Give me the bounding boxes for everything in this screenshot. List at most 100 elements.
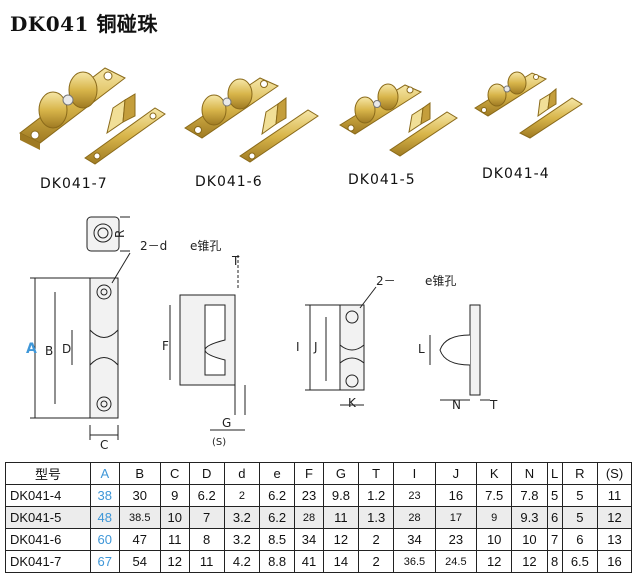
cell-L: 6 [546, 506, 563, 529]
th-e: e [258, 462, 296, 485]
cell-G: 9.8 [322, 484, 360, 507]
table-header-row: 型号 A B C D d e F G T I J K N L R (S) [5, 462, 633, 485]
photo-dk041-6 [184, 77, 319, 163]
table-row: DK041-6 60 47 11 8 3.2 8.5 34 12 2 34 23… [5, 528, 633, 551]
cell-J: 17 [434, 506, 478, 529]
th-N: N [511, 462, 548, 485]
cell-S: 11 [596, 484, 633, 507]
cell-e: 8.8 [258, 550, 296, 573]
cell-model: DK041-4 [5, 484, 91, 507]
hole-note-1: 2－d [140, 239, 167, 253]
page-title: DK041 铜碰珠 [10, 12, 158, 36]
th-C: C [159, 462, 190, 485]
th-J: J [434, 462, 478, 485]
spec-table: 型号 A B C D d e F G T I J K N L R (S) DK0… [5, 462, 633, 573]
cell-D: 7 [188, 506, 225, 529]
cell-A: 48 [90, 506, 120, 529]
cell-B: 38.5 [118, 506, 161, 529]
cell-A: 38 [90, 484, 120, 507]
cell-J: 16 [434, 484, 478, 507]
hole-note-2: 2－ [376, 274, 396, 288]
cell-L: 5 [546, 484, 563, 507]
photo-dk041-5 [339, 83, 458, 157]
cell-I: 28 [393, 506, 436, 529]
cell-K: 10 [476, 528, 513, 551]
cell-e: 6.2 [258, 506, 296, 529]
cell-R: 5 [561, 484, 598, 507]
dim-G: G [222, 416, 231, 430]
cell-J: 23 [434, 528, 478, 551]
dim-T: T [231, 254, 240, 268]
dim-R: R [113, 230, 127, 238]
cell-B: 30 [118, 484, 161, 507]
th-D: D [188, 462, 225, 485]
cell-K: 7.5 [476, 484, 513, 507]
cone-hole-1: e锥孔 [190, 239, 221, 253]
dim-A: A [26, 341, 37, 357]
dim-B: B [45, 344, 53, 358]
cell-N: 10 [511, 528, 548, 551]
th-I: I [393, 462, 436, 485]
dim-F: F [162, 339, 169, 353]
cell-J: 24.5 [434, 550, 478, 573]
cell-T: 1.2 [358, 484, 395, 507]
cell-C: 12 [159, 550, 190, 573]
th-T: T [358, 462, 395, 485]
dim-J: J [313, 340, 318, 354]
th-F: F [294, 462, 324, 485]
cell-C: 9 [159, 484, 190, 507]
th-A: A [90, 462, 120, 485]
dim-I: I [296, 340, 300, 354]
dim-L: L [418, 342, 425, 356]
cell-e: 6.2 [258, 484, 296, 507]
cell-d: 3.2 [223, 506, 261, 529]
dim-T2: T [489, 398, 498, 412]
cell-S: 13 [596, 528, 633, 551]
dim-C: C [100, 438, 108, 452]
cell-F: 41 [294, 550, 324, 573]
photo-label-dk041-5: DK041-5 [348, 172, 416, 188]
cell-D: 11 [188, 550, 225, 573]
cell-L: 8 [546, 550, 563, 573]
dim-K: K [348, 396, 357, 410]
th-model: 型号 [5, 462, 91, 485]
cell-model: DK041-7 [5, 550, 91, 573]
cell-R: 5 [561, 506, 598, 529]
th-B: B [118, 462, 161, 485]
photo-label-dk041-4: DK041-4 [482, 166, 550, 182]
cell-D: 8 [188, 528, 225, 551]
cone-hole-2: e锥孔 [425, 274, 456, 288]
cell-N: 12 [511, 550, 548, 573]
cell-F: 28 [294, 506, 324, 529]
photo-label-dk041-7: DK041-7 [40, 176, 108, 192]
cell-S: 12 [596, 506, 633, 529]
cell-F: 34 [294, 528, 324, 551]
cell-K: 9 [476, 506, 513, 529]
cell-C: 10 [159, 506, 190, 529]
cell-B: 54 [118, 550, 161, 573]
cell-D: 6.2 [188, 484, 225, 507]
cell-A: 67 [90, 550, 120, 573]
cell-d: 3.2 [223, 528, 261, 551]
cell-A: 60 [90, 528, 120, 551]
cell-R: 6.5 [561, 550, 598, 573]
cell-d: 2 [223, 484, 261, 507]
photo-dk041-7 [19, 67, 166, 165]
cell-G: 12 [322, 528, 360, 551]
table-row: DK041-7 67 54 12 11 4.2 8.8 41 14 2 36.5… [5, 550, 633, 573]
dim-N: N [452, 398, 461, 412]
table-row: DK041-4 38 30 9 6.2 2 6.2 23 9.8 1.2 23 … [5, 484, 633, 507]
cell-S: 16 [596, 550, 633, 573]
cell-T: 1.3 [358, 506, 395, 529]
technical-drawing: R 2－d e锥孔 T A B D C F G (S) 2－ e锥孔 I J K… [26, 216, 498, 452]
cell-I: 36.5 [393, 550, 436, 573]
cell-T: 2 [358, 528, 395, 551]
th-S: (S) [596, 462, 633, 485]
cell-C: 11 [159, 528, 190, 551]
dim-D: D [62, 342, 71, 356]
cell-B: 47 [118, 528, 161, 551]
cell-F: 23 [294, 484, 324, 507]
cell-N: 7.8 [511, 484, 548, 507]
cell-G: 11 [322, 506, 360, 529]
cell-K: 12 [476, 550, 513, 573]
